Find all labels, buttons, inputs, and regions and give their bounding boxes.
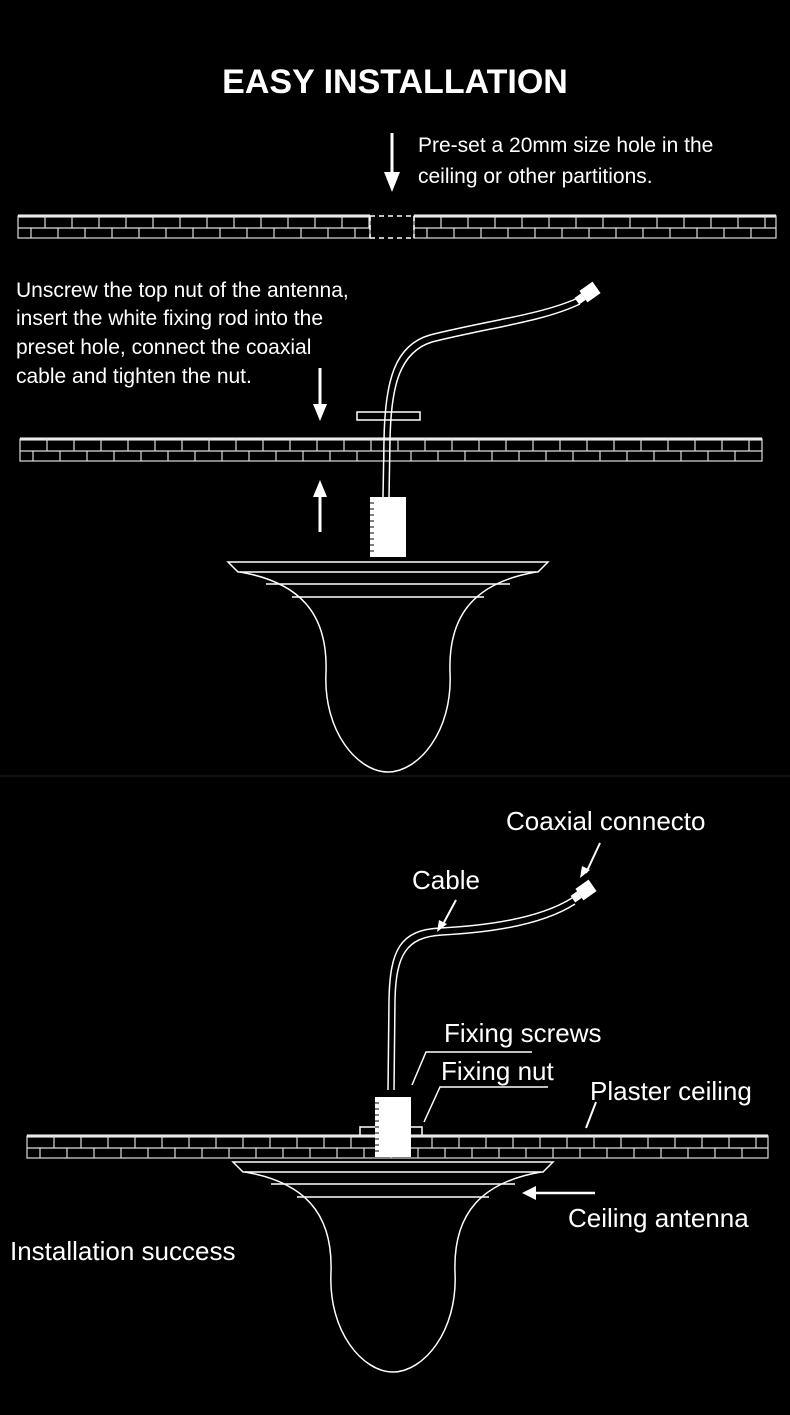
up-arrow-icon bbox=[313, 480, 327, 532]
step1-down-arrow bbox=[384, 133, 400, 192]
down-arrow-icon bbox=[313, 368, 327, 421]
label-ceiling-antenna: Ceiling antenna bbox=[568, 1203, 749, 1233]
ceiling-antenna bbox=[226, 497, 550, 773]
coaxial-cable bbox=[387, 897, 576, 1091]
ceiling-antenna-installed bbox=[231, 1097, 555, 1373]
pointer-arrow bbox=[441, 899, 457, 927]
label-fixing-nut: Fixing nut bbox=[441, 1056, 554, 1086]
label-plaster-ceiling: Plaster ceiling bbox=[590, 1076, 752, 1106]
page-title: EASY INSTALLATION bbox=[222, 63, 568, 101]
label-coaxial-connector: Coaxial connecto bbox=[506, 806, 705, 836]
label-cable: Cable bbox=[412, 865, 480, 895]
step2-text-line-3: preset hole, connect the coaxial bbox=[16, 336, 311, 359]
pointer-arrow bbox=[585, 842, 601, 874]
threaded-rod bbox=[375, 1097, 411, 1157]
ceiling-segment bbox=[19, 437, 763, 462]
pointer-arrow bbox=[585, 1101, 597, 1129]
ceiling-with-hole bbox=[17, 214, 777, 239]
pointer-ceiling-antenna bbox=[522, 1186, 595, 1200]
threaded-rod bbox=[370, 497, 406, 557]
label-fixing-screws: Fixing screws bbox=[444, 1018, 601, 1048]
step2-text-line-2: insert the white fixing rod into the bbox=[16, 307, 323, 330]
ceiling-segment bbox=[17, 214, 371, 239]
pointer-fixing-nut bbox=[423, 1086, 548, 1123]
pointer-fixing-screws bbox=[411, 1051, 532, 1086]
preset-hole bbox=[369, 215, 415, 239]
ceiling bbox=[19, 437, 763, 462]
coaxial-connector-icon bbox=[574, 281, 601, 305]
coaxial-cable bbox=[382, 297, 581, 498]
coaxial-connector-icon bbox=[570, 879, 597, 903]
step2-text-line-1: Unscrew the top nut of the antenna, bbox=[16, 279, 349, 302]
antenna-body bbox=[231, 1161, 555, 1373]
installation-success-text: Installation success bbox=[10, 1236, 235, 1266]
step1-text-line-1: Pre-set a 20mm size hole in the bbox=[418, 134, 713, 157]
antenna-body bbox=[226, 561, 550, 773]
step2-text-line-4: cable and tighten the nut. bbox=[16, 365, 252, 388]
step1-text-line-2: ceiling or other partitions. bbox=[418, 165, 653, 188]
fixing-nut bbox=[356, 411, 421, 421]
